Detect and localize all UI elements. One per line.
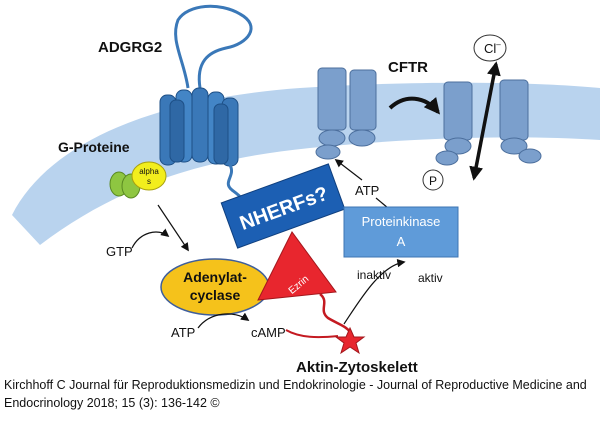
atp-top-label: ATP bbox=[355, 183, 379, 198]
gtp-label: GTP bbox=[106, 244, 133, 259]
adenylate-cyclase-label: Adenylat- bbox=[183, 269, 247, 285]
proteinkinase-a-label-2: A bbox=[397, 234, 406, 249]
alpha-s-label: alpha bbox=[139, 167, 159, 176]
cftr-channel-open bbox=[435, 79, 542, 166]
alpha-s-label-sub: s bbox=[147, 177, 151, 186]
adgrg2-extracellular-loop bbox=[174, 4, 253, 89]
g-proteine-label: G-Proteine bbox=[58, 139, 130, 155]
chloride-label: Cl– bbox=[484, 40, 501, 56]
chloride-ion bbox=[473, 34, 507, 62]
caption-line-1: Kirchhoff C Journal für Reproduktionsmed… bbox=[4, 378, 587, 392]
alpha-s-subunit bbox=[131, 161, 167, 191]
atp-bottom-label: ATP bbox=[171, 325, 195, 340]
cftr-opening-arrow bbox=[388, 96, 441, 115]
figure-caption: Kirchhoff C Journal für Reproduktionsmed… bbox=[4, 376, 596, 412]
chloride-transport-arrow bbox=[469, 61, 501, 181]
actin-star-icon bbox=[334, 326, 366, 355]
nherfs-box: NHERFs? bbox=[220, 163, 346, 249]
pka-to-atp-arrow bbox=[375, 197, 389, 209]
gtp-binding-arrow bbox=[131, 228, 170, 249]
ezrin-actin-link bbox=[319, 293, 352, 333]
cftr-label: CFTR bbox=[388, 59, 428, 76]
camp-to-actin-curve bbox=[285, 329, 339, 339]
inaktiv-label: inaktiv bbox=[357, 268, 391, 282]
g-protein-complex bbox=[109, 161, 167, 199]
aktiv-label: aktiv bbox=[418, 271, 443, 285]
adgrg2-label: ADGRG2 bbox=[98, 39, 162, 56]
phosphate-circle bbox=[422, 169, 444, 191]
cftr-channel-closed bbox=[315, 67, 377, 160]
aktin-zytoskelett-label: Aktin-Zytoskelett bbox=[296, 359, 418, 376]
proteinkinase-a-box bbox=[343, 206, 459, 258]
caption-line-2: Endocrinology 2018; 15 (3): 136-142 © bbox=[4, 396, 220, 410]
gprotein-to-adenylate-arrow bbox=[157, 204, 189, 252]
proteinkinase-a-label: Proteinkinase bbox=[362, 214, 441, 229]
atp-to-cftr-arrow bbox=[334, 158, 363, 181]
adenylate-cyclase-label-2: cyclase bbox=[190, 287, 241, 303]
atp-to-camp-arrow bbox=[197, 312, 250, 329]
phosphate-label: P bbox=[429, 174, 437, 188]
pka-activation-arrow bbox=[343, 258, 406, 325]
ezrin-triangle bbox=[257, 231, 337, 301]
adgrg2-receptor bbox=[159, 87, 239, 167]
camp-label: cAMP bbox=[251, 325, 286, 340]
